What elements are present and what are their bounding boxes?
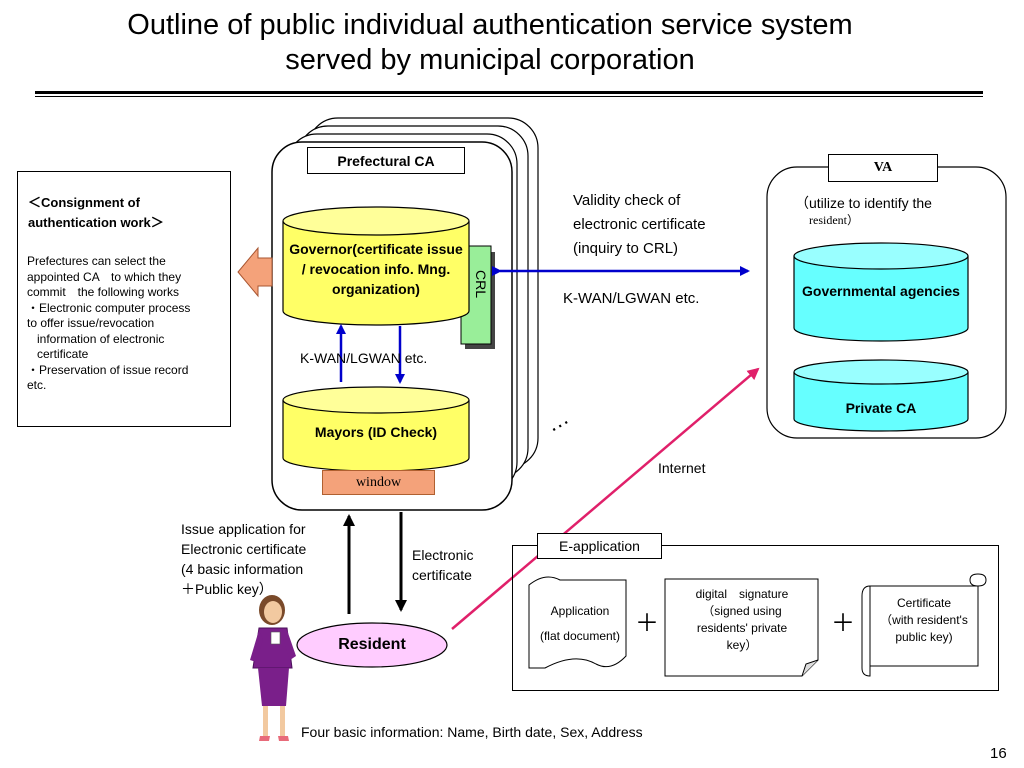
application-line-2: (flat document)	[539, 629, 621, 643]
title-line-2: served by municipal corporation	[285, 44, 695, 76]
certificate-line-2: （with resident's	[880, 613, 968, 627]
certificate-line-3: public key)	[895, 630, 953, 644]
certificate-label: Certificate （with resident's public key)	[870, 595, 978, 646]
consignment-line: Prefectures can select the	[27, 254, 166, 268]
electronic-certificate-text: Electronic certificate	[412, 545, 512, 585]
validity-check-text: Validity check of electronic certificate…	[573, 189, 743, 261]
consignment-line: to offer issue/revocation	[27, 316, 155, 330]
consignment-body: Prefectures can select the appointed CA …	[27, 254, 227, 394]
consignment-heading: ＜Consignment of authentication work＞	[28, 193, 228, 233]
issue-application-line-4: ＋Public key）	[181, 581, 273, 597]
issue-application-line-1: Issue application for	[181, 521, 306, 537]
issue-application-line-3: (4 basic information	[181, 561, 304, 577]
validity-line-3: (inquiry to CRL)	[573, 240, 679, 257]
prefectural-ca-tab: Prefectural CA	[307, 147, 465, 174]
consignment-line: information of electronic	[27, 331, 165, 346]
e-application-tab: E-application	[537, 533, 662, 559]
external-network-label: K-WAN/LGWAN etc.	[563, 290, 700, 307]
gov-agencies-cylinder	[793, 242, 969, 342]
title-line-1: Outline of public individual authenticat…	[127, 9, 853, 41]
issue-application-text: Issue application for Electronic certifi…	[181, 519, 351, 599]
validity-line-2: electronic certificate	[573, 216, 706, 233]
mayors-label: Mayors (ID Check)	[314, 424, 438, 440]
title-divider	[35, 91, 983, 97]
consignment-heading-line-1: ＜Consignment of	[28, 195, 140, 210]
page-title: Outline of public individual authenticat…	[0, 8, 980, 78]
resident-ellipse	[296, 622, 448, 668]
certificate-scroll-shape	[861, 573, 987, 677]
internet-arrow	[451, 367, 760, 630]
consignment-box	[17, 171, 231, 427]
internet-label: Internet	[658, 460, 706, 476]
private-ca-label: Private CA	[845, 400, 917, 416]
resident-label: Resident	[338, 636, 406, 653]
consignment-line: etc.	[27, 378, 47, 392]
consignment-line: appointed CA to which they	[27, 269, 182, 284]
certificate-line-1: Certificate	[896, 596, 952, 610]
electronic-certificate-line-1: Electronic	[412, 547, 474, 563]
application-document-shape	[528, 576, 627, 669]
va-note-line-1: （utilize to identify the	[795, 195, 932, 211]
validity-line-1: Validity check of	[573, 192, 681, 209]
application-label: Application (flat document)	[530, 603, 630, 645]
consignment-line: ・Electronic computer process	[27, 300, 191, 315]
plus-sign-1: ＋	[635, 610, 659, 637]
consignment-heading-line-2: authentication work＞	[28, 215, 164, 230]
signature-line-1: digital signature	[695, 587, 789, 601]
signature-note-fold	[801, 659, 819, 677]
issue-application-line-2: Electronic certificate	[181, 541, 307, 557]
consignment-line: commit the following works	[27, 285, 180, 299]
mayors-cylinder	[282, 386, 470, 472]
consignment-line: ・Preservation of issue record	[27, 362, 189, 377]
consignment-arrow	[237, 246, 273, 298]
va-tab: VA	[828, 154, 938, 182]
page-number: 16	[990, 745, 1007, 762]
governor-label: Governor(certificate issue / revocation …	[289, 241, 463, 297]
electronic-certificate-line-2: certificate	[412, 567, 472, 583]
application-line-1: Application	[550, 604, 610, 618]
signature-label: digital signature （signed using resident…	[668, 586, 816, 654]
private-ca-cylinder	[793, 359, 969, 432]
signature-line-3: residents' private	[696, 621, 788, 635]
governmental-agencies-label: Governmental agencies	[802, 283, 960, 299]
va-note-line-2: resident）	[809, 213, 859, 227]
internal-network-label: K-WAN/LGWAN etc.	[300, 350, 428, 366]
signature-line-4: key）	[726, 638, 758, 652]
e-application-box	[512, 545, 999, 691]
signature-line-2: （signed using	[702, 604, 782, 618]
governor-cylinder	[282, 206, 470, 326]
consignment-line: certificate	[27, 347, 89, 361]
va-note: （utilize to identify the resident）	[795, 195, 975, 229]
footnote: Four basic information: Name, Birth date…	[301, 724, 643, 740]
resident-person-icon	[250, 595, 296, 741]
crl-label: CRL	[473, 269, 489, 298]
plus-sign-2: ＋	[831, 610, 855, 637]
window-box: window	[322, 470, 435, 495]
